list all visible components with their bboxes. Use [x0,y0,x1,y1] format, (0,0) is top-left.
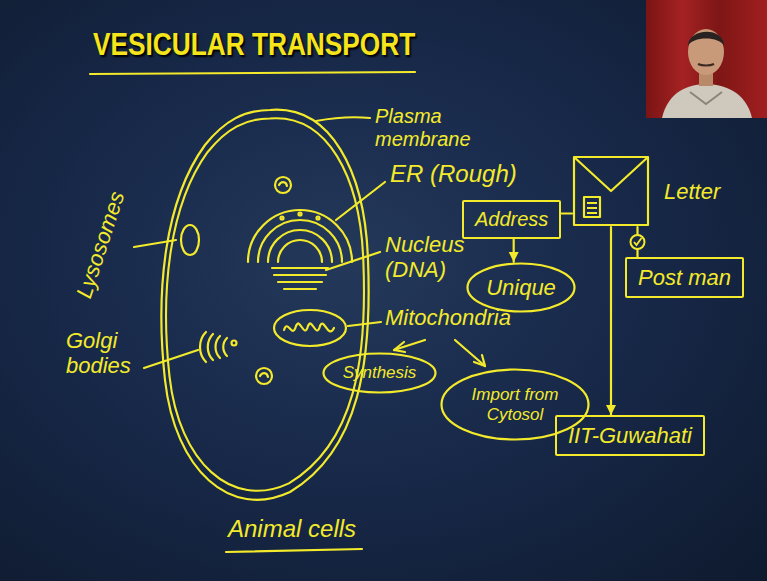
mitochondrion [274,310,346,346]
postman-box: Post man [625,257,744,298]
label-underline [226,549,362,552]
connector-line [509,239,519,262]
slide-title: VESICULAR TRANSPORT [93,26,415,63]
envelope-icon [572,155,650,227]
import-oval: Import from Cytosol [440,368,590,441]
address-box: Address [462,200,561,239]
part-label: Plasma membrane [375,105,480,151]
cell-outline [161,110,368,500]
part-label: Golgi bodies [66,328,140,379]
oval-text-group: Synthesis [343,363,417,383]
arrow-head [509,252,519,262]
rough-er [248,210,352,262]
node-text: Unique [486,275,556,300]
caption-label: Animal cells [228,515,356,543]
node-text: Post man [638,265,731,290]
envelope-outline [574,157,648,225]
check-mark [634,238,642,245]
title-underline [90,72,415,74]
leader-line [134,117,385,368]
oval-text-group: Unique [486,275,556,300]
vesicle [275,177,291,193]
synthesis-oval: Synthesis [322,352,437,394]
part-label: Nucleus (DNA) [385,232,477,283]
connector-line [631,227,645,257]
part-label: Mitochondria [385,305,511,330]
oval-shape [324,354,436,393]
lysosome [181,225,199,255]
node-text: Import from Cytosol [466,385,564,424]
connector-line [561,213,572,214]
connector-line [606,227,616,415]
node-heading: Letter [664,179,720,204]
webcam-inset [646,0,767,118]
check-mark-circle [631,235,645,249]
oval-shape [468,264,575,312]
golgi-bodies [200,332,237,362]
connector-path [610,227,612,415]
part-label: ER (Rough) [390,160,517,188]
connector-path [561,212,572,214]
node-text: Synthesis [343,363,417,383]
arrow-head [606,405,616,415]
letter-envelope: Letter [572,155,650,227]
oval-text-group: Import from Cytosol [466,385,564,424]
oval-shape [442,370,589,440]
node-text: Address [475,208,548,231]
node-text: IIT-Guwahati [568,423,692,448]
mitochondria-arrows [394,340,485,366]
nucleus-dna [272,268,328,289]
destination-box: IIT-Guwahati [555,415,705,456]
part-label: Lysosomes [71,188,129,301]
vesicle [256,368,272,384]
